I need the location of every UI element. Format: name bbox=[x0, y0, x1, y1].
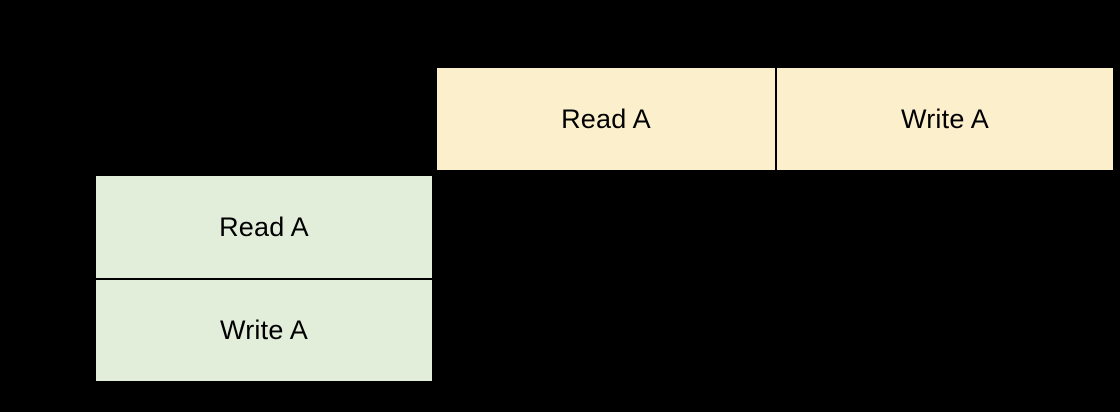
operation-cell-read-a-top[interactable]: Read A bbox=[435, 66, 776, 172]
operation-cell-write-a-left[interactable]: Write A bbox=[94, 279, 434, 383]
operation-cell-read-a-left[interactable]: Read A bbox=[94, 174, 434, 279]
transaction-left-column: Read A Write A bbox=[94, 174, 434, 383]
operation-cell-write-a-top[interactable]: Write A bbox=[776, 66, 1115, 172]
transaction-top-row: Read A Write A bbox=[435, 66, 1115, 172]
